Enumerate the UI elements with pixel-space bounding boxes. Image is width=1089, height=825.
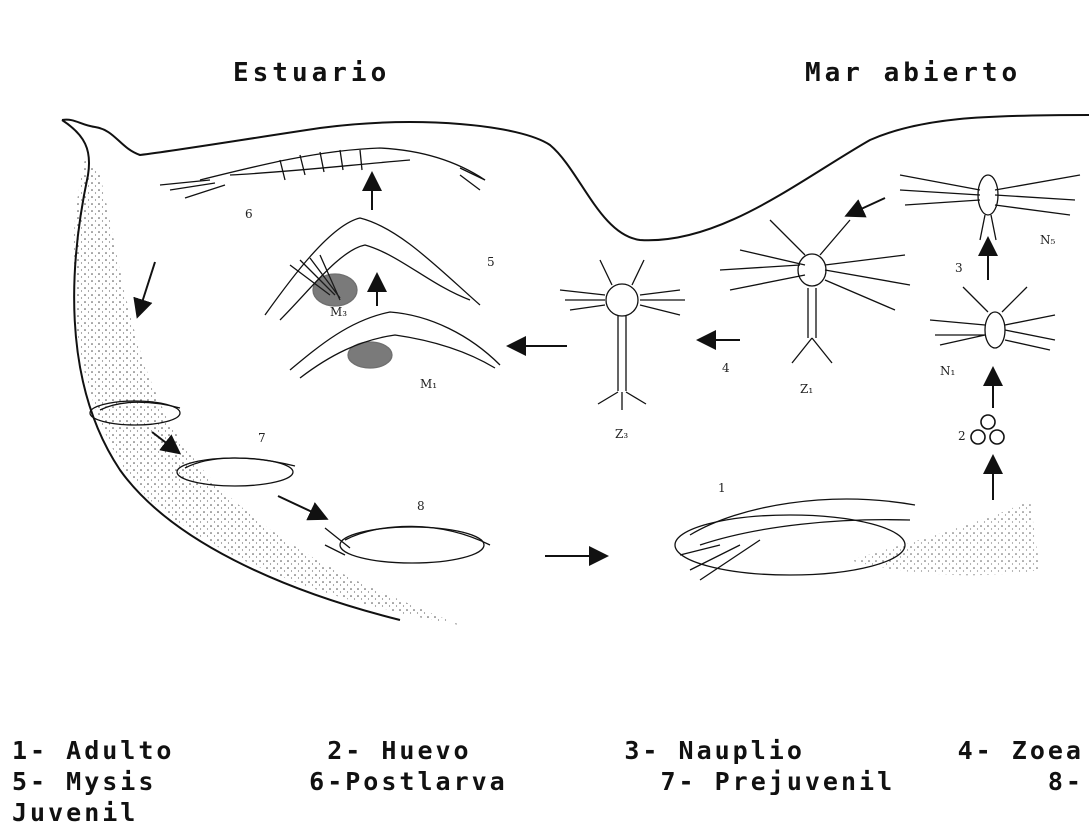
legend-item-zoea: 4- Zoea (958, 735, 1084, 766)
stage-legend: 1- Adulto 2- Huevo 3- Nauplio 4- Zoea 5-… (12, 735, 1084, 825)
legend-item-prejuvenil: 7- Prejuvenil (660, 766, 895, 797)
label-1: 1 (718, 481, 726, 495)
label-m3: M₃ (330, 305, 347, 319)
label-n1: N₁ (940, 364, 955, 378)
label-n5: N₅ (1040, 233, 1056, 247)
label-4: 4 (722, 361, 730, 375)
nauplius-n1-drawing (930, 287, 1055, 350)
legend-item-nauplio: 3- Nauplio (624, 735, 805, 766)
estuary-sediment (73, 160, 460, 625)
label-2: 2 (958, 429, 966, 443)
label-z1: Z₁ (800, 382, 813, 396)
nauplius-n5-drawing (900, 175, 1080, 240)
adult-drawing (675, 499, 915, 580)
legend-item-juvenil: Juvenil (12, 797, 138, 825)
label-3: 3 (955, 261, 963, 275)
coastline (62, 115, 1089, 240)
arrow-n5-to-z1 (848, 198, 885, 215)
legend-row-3: Juvenil (12, 797, 1084, 825)
mysis-m3-drawing (265, 218, 480, 320)
zoea-z1-drawing (720, 220, 910, 363)
legend-item-adulto: 1- Adulto (12, 735, 174, 766)
zoea-z3-drawing (560, 260, 685, 410)
legend-row-2: 5- Mysis 6-Postlarva 7- Prejuvenil 8- (12, 766, 1084, 797)
legend-item-8: 8- (1048, 766, 1084, 797)
label-8: 8 (417, 499, 425, 513)
postlarva-drawing (160, 148, 485, 198)
label-6: 6 (245, 207, 253, 221)
label-5: 5 (487, 255, 495, 269)
legend-item-postlarva: 6-Postlarva (309, 766, 508, 797)
mysis-m1-drawing (290, 312, 500, 378)
label-z3: Z₃ (615, 427, 628, 441)
arrow-postlarva-down (138, 262, 155, 315)
juvenile-drawing (325, 526, 490, 563)
label-m1: M₁ (420, 377, 437, 391)
label-7: 7 (258, 431, 266, 445)
egg-cluster (971, 415, 1004, 444)
legend-item-huevo: 2- Huevo (327, 735, 471, 766)
legend-item-mysis: 5- Mysis (12, 766, 156, 797)
legend-row-1: 1- Adulto 2- Huevo 3- Nauplio 4- Zoea (12, 735, 1084, 766)
arrow-to-juvenile (278, 496, 325, 518)
